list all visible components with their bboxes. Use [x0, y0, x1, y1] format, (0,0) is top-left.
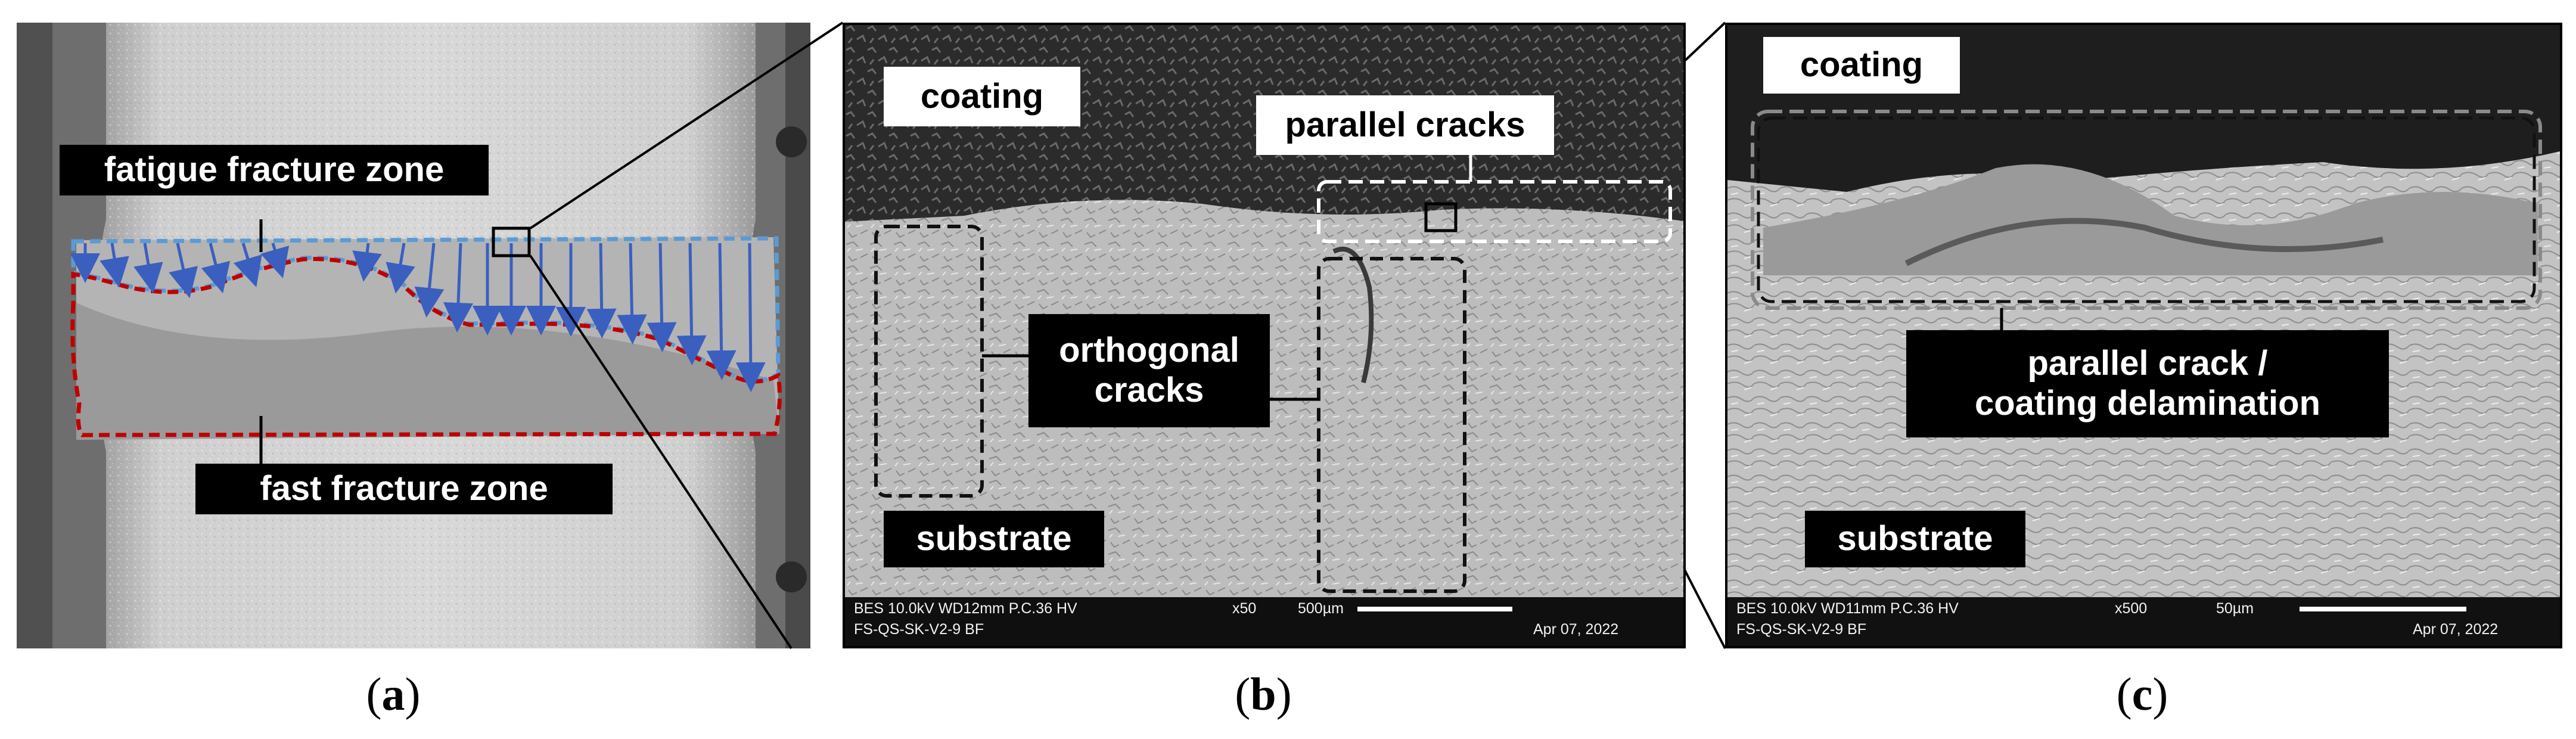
- caption-b-letter: b: [1250, 668, 1276, 720]
- sem-scale-label-b: 500µm: [1298, 600, 1344, 617]
- coating-label-b: coating: [884, 67, 1080, 126]
- zoom-box-b: [1424, 202, 1458, 232]
- parallel-cracks-box: [1317, 180, 1672, 243]
- delamination-box-outer: [1751, 110, 2542, 310]
- panel-b-sem: coating parallel cracks orthogonal crack…: [843, 23, 1686, 648]
- orthogonal-crack-box-1: [874, 225, 984, 498]
- scale-bar-c: [2300, 607, 2466, 611]
- substrate-label-c: substrate: [1805, 511, 2025, 567]
- delamination-line2: coating delamination: [1974, 384, 2321, 423]
- sem-date-c: Apr 07, 2022: [2413, 621, 2499, 638]
- parallel-cracks-label: parallel cracks: [1256, 95, 1554, 155]
- sem-meta-line2-b: FS-QS-SK-V2-9 BF: [854, 621, 984, 638]
- delamination-box: [1757, 116, 2536, 303]
- fast-zone-label: fast fracture zone: [195, 464, 613, 514]
- caption-c-letter: c: [2131, 668, 2153, 720]
- sem-meta-line2-c: FS-QS-SK-V2-9 BF: [1736, 621, 1867, 638]
- fatigue-zone-label: fatigue fracture zone: [60, 145, 489, 195]
- panel-a-photo: fatigue fracture zone fast fracture zone: [17, 23, 810, 648]
- sem-mag-c: x500: [2115, 600, 2148, 617]
- fatigue-zone-outline: [71, 236, 781, 383]
- sem-meta-line1-c: BES 10.0kV WD11mm P.C.36 HV: [1736, 600, 1959, 617]
- annotations-b: [874, 153, 1672, 611]
- orthogonal-cracks-line2: cracks: [1094, 371, 1204, 409]
- sem-date-b: Apr 07, 2022: [1533, 621, 1619, 638]
- sem-scale-label-c: 50µm: [2216, 600, 2254, 617]
- orthogonal-cracks-line1: orthogonal: [1059, 331, 1239, 370]
- fracture-zone-overlay: [70, 219, 782, 467]
- coating-label-c: coating: [1763, 37, 1960, 94]
- caption-a-letter: a: [381, 668, 405, 720]
- sem-mag-b: x50: [1232, 600, 1257, 617]
- delamination-label: parallel crack / coating delamination: [1906, 330, 2389, 437]
- substrate-label-b: substrate: [884, 511, 1104, 567]
- delamination-line1: parallel crack /: [2027, 344, 2268, 383]
- zoom-box-a: [492, 226, 531, 257]
- scale-bar-b: [1357, 607, 1512, 611]
- annotations-c: [1751, 110, 2542, 611]
- sem-meta-line1-b: BES 10.0kV WD12mm P.C.36 HV: [854, 600, 1077, 617]
- orthogonal-crack-box-2: [1317, 257, 1466, 593]
- panel-c-sem: coating parallel crack / coating delamin…: [1725, 23, 2562, 648]
- caption-a: (a): [366, 668, 421, 720]
- caption-b: (b): [1235, 668, 1292, 720]
- crack-growth-arrows: [70, 243, 766, 392]
- caption-c: (c): [2116, 668, 2168, 720]
- orthogonal-cracks-label: orthogonal cracks: [1028, 314, 1270, 427]
